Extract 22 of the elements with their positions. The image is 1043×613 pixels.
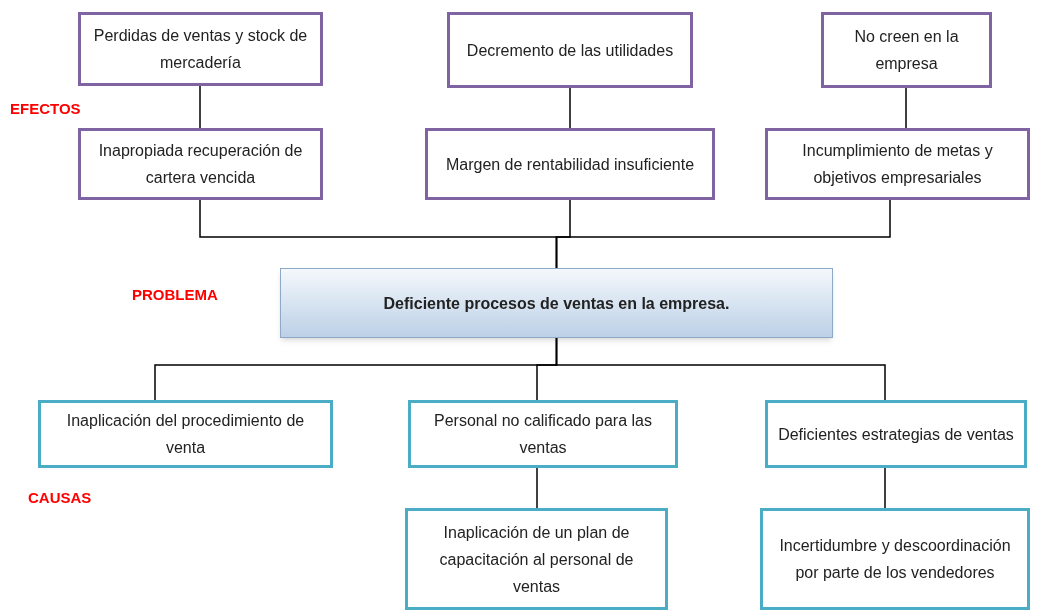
cause-box: Deficientes estrategias de ventas [765,400,1027,468]
connector-line [199,85,201,129]
effect-box: Decremento de las utilidades [447,12,693,88]
cause-box: Personal no calificado para las ventas [408,400,678,468]
effect-box: Incumplimiento de metas y objetivos empresariales [765,128,1030,200]
connector-line [905,87,907,129]
effect-box: Margen de rentabilidad insuficiente [425,128,715,200]
cause-box: Incertidumbre y descoordinación por parte de los vendedores [760,508,1030,610]
section-label: CAUSAS [28,488,92,508]
connector-line [569,87,571,129]
connector-line [555,199,891,269]
cause-box: Inaplicación de un plan de capacitación al personal de ventas [405,508,668,610]
connector-line [536,467,538,509]
effect-box: Inapropiada recuperación de cartera vencida [78,128,323,200]
effect-box: No creen en la empresa [821,12,992,88]
cause-box: Inaplicación del procedimiento de venta [38,400,333,468]
section-label: PROBLEMA [132,285,218,305]
effect-box: Perdidas de ventas y stock de mercadería [78,12,323,86]
connector-line [555,337,886,401]
connector-line [884,467,886,509]
section-label: EFECTOS [10,99,81,119]
problem-box: Deficiente procesos de ventas en la empresa. [280,268,833,338]
